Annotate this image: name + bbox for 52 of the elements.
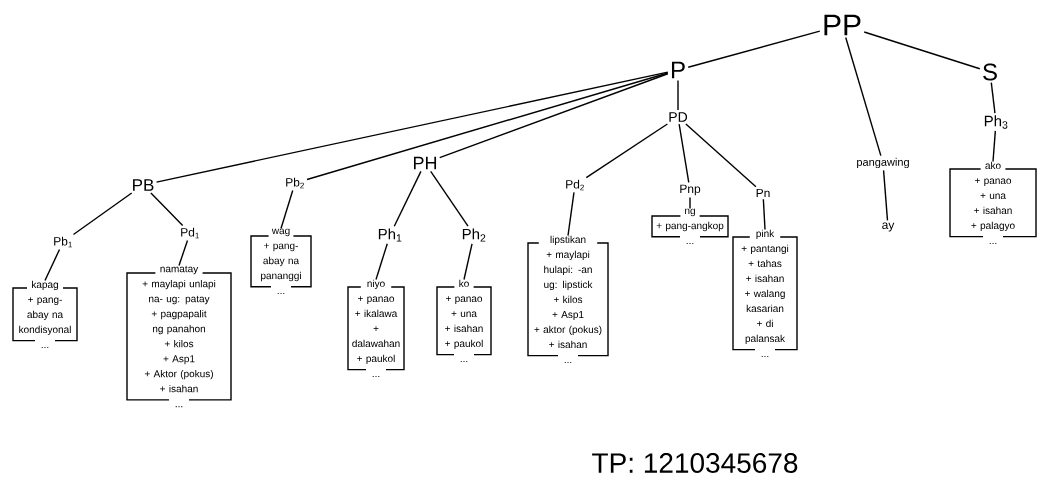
tree-branch bbox=[155, 71, 669, 183]
tree-label: Pn bbox=[756, 188, 770, 198]
feature-bracket: niyo + panao + ikalawa + dalawahan + paukol ... bbox=[347, 279, 405, 377]
tree-label: Pb$_{1}$ bbox=[54, 236, 72, 248]
feature-bracket: ko + panao + una + isahan + paukol ... bbox=[436, 279, 492, 362]
tree-label: PB bbox=[133, 179, 154, 191]
tree-label: Ph$_{1}$ bbox=[378, 228, 402, 242]
tree-branch bbox=[687, 30, 821, 68]
tree-branch bbox=[463, 243, 473, 281]
tree-branch bbox=[44, 248, 61, 282]
tree-branch bbox=[882, 169, 889, 221]
tree-branch bbox=[677, 79, 679, 111]
tree-branch bbox=[863, 31, 981, 70]
tree-branch bbox=[567, 191, 575, 237]
tp-number: TP: 1210345678 bbox=[592, 453, 798, 473]
tree-label: Pd$_{1}$ bbox=[181, 227, 199, 239]
tree-label: Pd$_{2}$ bbox=[566, 179, 584, 191]
tree-branch bbox=[845, 36, 882, 157]
tree-branch bbox=[678, 123, 690, 184]
tree-label: P bbox=[672, 61, 685, 79]
tree-branch bbox=[689, 196, 691, 210]
tree-branch bbox=[439, 73, 669, 159]
feature-bracket: ako + panao + una + isahan + palagyo ... bbox=[949, 161, 1037, 244]
tree-label: Ph$_{2}$ bbox=[462, 228, 486, 242]
tree-branch bbox=[990, 82, 996, 114]
tree-branch bbox=[430, 170, 469, 227]
feature-bracket: wag + pang-abay na pananggi ... bbox=[250, 228, 312, 295]
tree-label: Pb$_{2}$ bbox=[286, 177, 304, 189]
tree-label: ay bbox=[882, 222, 895, 232]
tree-branch bbox=[393, 170, 422, 227]
tree-label: pangawing bbox=[857, 157, 909, 169]
tree-branch bbox=[280, 189, 294, 230]
tree-branch bbox=[178, 239, 189, 267]
tree-label: Ph$_{3}$ bbox=[984, 115, 1008, 129]
feature-bracket: pink + pantangi + tahas + isahan + walang kasarian + di palansak ... bbox=[732, 229, 798, 357]
tree-label: S bbox=[983, 63, 997, 81]
tree-label: PH bbox=[414, 156, 437, 170]
tree-branch bbox=[992, 130, 997, 163]
feature-bracket: ng + pang-angkop ... bbox=[651, 208, 729, 245]
tree-branch bbox=[685, 123, 757, 188]
tree-branch bbox=[375, 243, 388, 281]
tree-branch bbox=[762, 198, 766, 231]
tree-label: PD bbox=[669, 112, 688, 122]
tree-label: Pnp bbox=[680, 184, 701, 196]
tree-label: PP bbox=[824, 14, 861, 36]
tree-branch bbox=[585, 123, 669, 179]
feature-bracket: lipstikan + maylapi hulapi: -an ug: lipstick + kilos + Asp1 + aktor (pokus) + isahan ... bbox=[527, 235, 609, 363]
tree-branch bbox=[72, 192, 133, 236]
tree-branch bbox=[306, 72, 669, 181]
feature-bracket: kapag + pang-abay na kondisyonal ... bbox=[12, 280, 78, 348]
tree-branch bbox=[150, 192, 184, 227]
feature-bracket: namatay + maylapi unlapi na- ug: patay + pagpapalit ng panahon + kilos + Asp1 + Aktor (pokus) + isahan ... bbox=[126, 265, 232, 408]
